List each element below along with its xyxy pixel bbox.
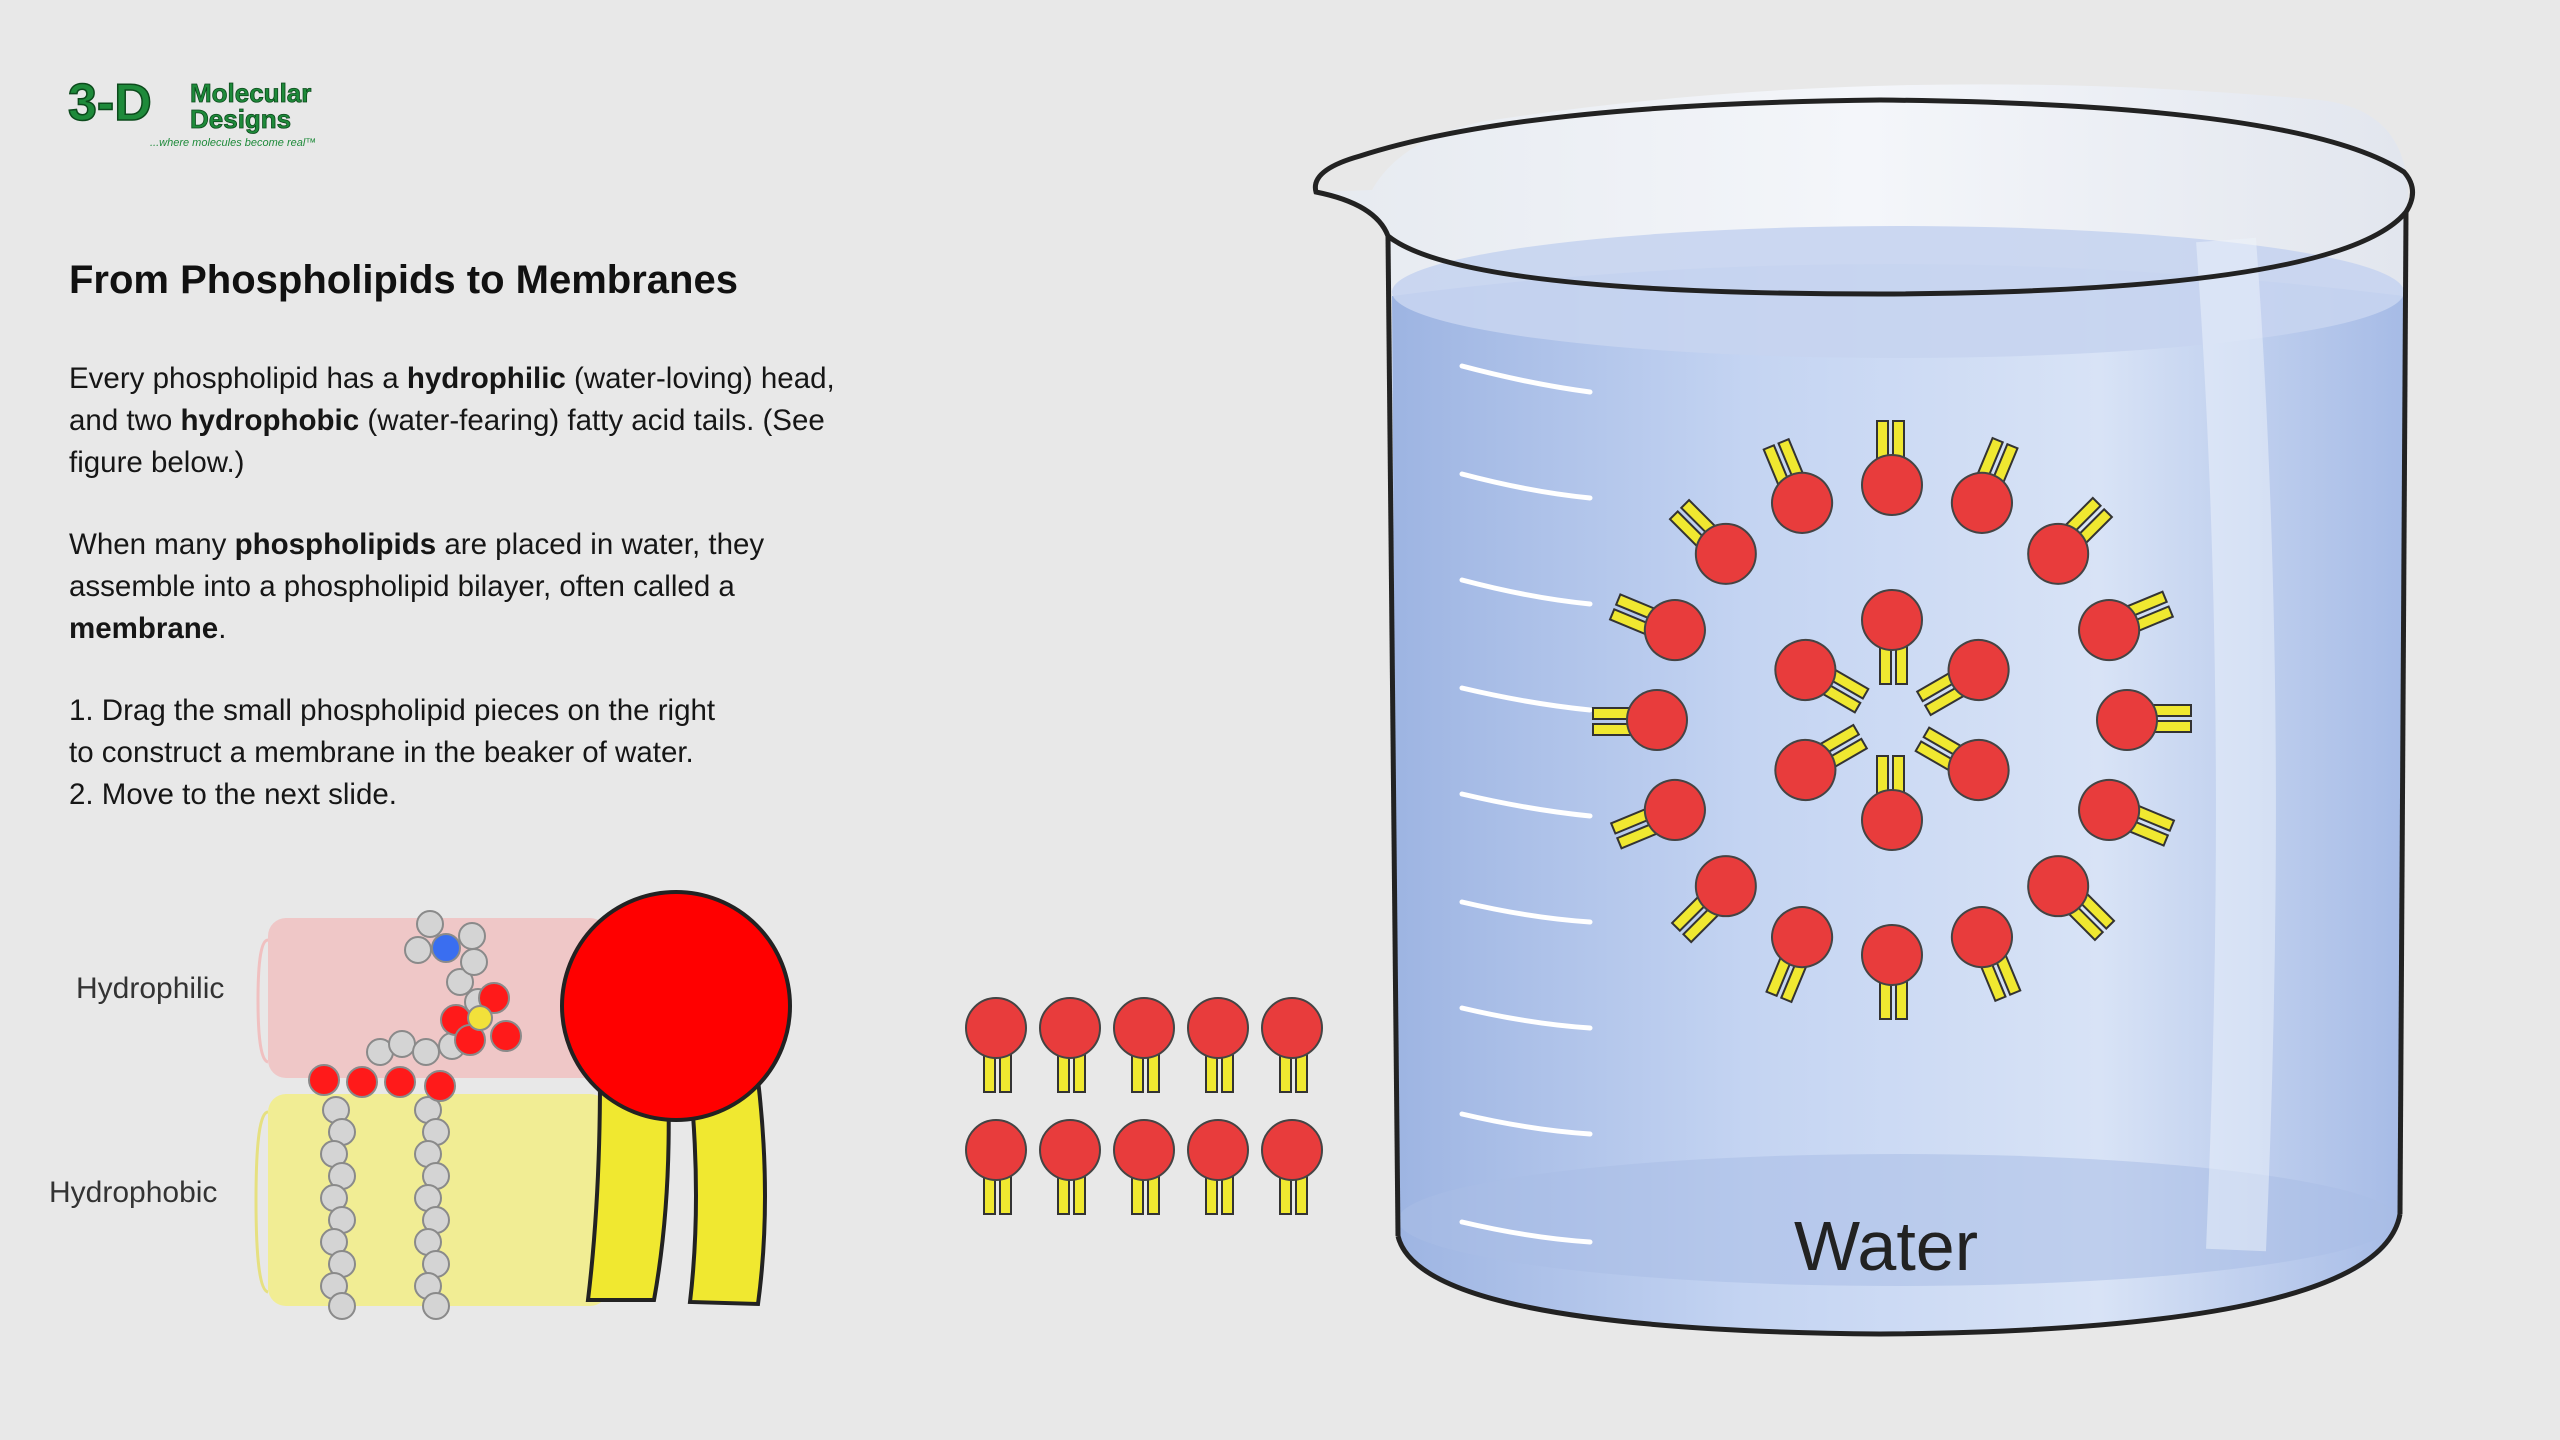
micelle-phospholipid[interactable]: [1764, 629, 1875, 728]
hydrophilic-band: [268, 918, 608, 1078]
term-hydrophobic: hydrophobic: [180, 404, 360, 437]
micelle[interactable]: [1592, 420, 2192, 1020]
micelle-phospholipid[interactable]: [2016, 487, 2125, 596]
term-membrane: membrane: [69, 612, 219, 645]
micelle-phospholipid[interactable]: [1750, 898, 1841, 1008]
micelle-phospholipid[interactable]: [2070, 578, 2180, 669]
micelle-phospholipid[interactable]: [1604, 578, 1714, 669]
micelle-phospholipid[interactable]: [1750, 432, 1841, 542]
micelle-phospholipid[interactable]: [2070, 771, 2180, 862]
micelle-phospholipid[interactable]: [2096, 689, 2192, 751]
atomic-tail-right: [414, 1096, 450, 1320]
instruction-line: 1. Drag the small phospholipid pieces on…: [69, 694, 716, 727]
draggable-phospholipid-piece[interactable]: [1261, 1119, 1323, 1215]
micelle-phospholipid[interactable]: [1659, 844, 1768, 953]
logo-brand-line1: Molecular: [190, 78, 311, 108]
micelle-phospholipid[interactable]: [1908, 629, 2019, 728]
term-hydrophilic: hydrophilic: [406, 362, 566, 395]
logo: 3-D Molecular Designs ...where molecules…: [68, 72, 368, 152]
beaker: Water: [1312, 84, 2415, 1337]
micelle-phospholipid[interactable]: [1861, 755, 1923, 851]
micelle-phospholipid[interactable]: [1861, 924, 1923, 1020]
draggable-phospholipid-piece[interactable]: [1187, 997, 1249, 1093]
schematic-phospholipid: [560, 890, 792, 1307]
micelle-phospholipid[interactable]: [2016, 844, 2125, 953]
phospholipid-pieces-tray[interactable]: [965, 997, 1323, 1215]
intro-paragraph: Every phospholipid has a hydrophilic (wa…: [69, 362, 835, 479]
bilayer-paragraph: When many phospholipids are placed in wa…: [69, 528, 765, 645]
water-label: Water: [1794, 1207, 1978, 1285]
micelle-phospholipid[interactable]: [1861, 589, 1923, 685]
micelle-phospholipid[interactable]: [1861, 420, 1923, 516]
logo-monogram: 3-D: [68, 74, 152, 132]
label-hydrophobic: Hydrophobic: [49, 1176, 218, 1209]
logo-brand-line2: Designs: [190, 104, 291, 134]
atomic-headgroup: [308, 910, 522, 1102]
micelle-phospholipid[interactable]: [1943, 432, 2034, 542]
measurement-marks: [1459, 363, 1593, 1245]
micelle-phospholipid[interactable]: [1592, 689, 1688, 751]
draggable-phospholipid-piece[interactable]: [1039, 1119, 1101, 1215]
logo-tagline: ...where molecules become real™: [150, 137, 316, 149]
label-hydrophilic: Hydrophilic: [76, 972, 225, 1005]
micelle-phospholipid[interactable]: [1659, 487, 1768, 596]
micelle-phospholipid[interactable]: [1604, 771, 1714, 862]
instructions: 1. Drag the small phospholipid pieces on…: [69, 690, 869, 816]
instruction-line: to construct a membrane in the beaker of…: [69, 736, 694, 769]
draggable-phospholipid-piece[interactable]: [1039, 997, 1101, 1093]
draggable-phospholipid-piece[interactable]: [1113, 997, 1175, 1093]
micelle-phospholipid[interactable]: [1908, 712, 2019, 811]
phospholipid-figure: [254, 890, 792, 1320]
draggable-phospholipid-piece[interactable]: [1187, 1119, 1249, 1215]
instruction-line: 2. Move to the next slide.: [69, 778, 397, 811]
micelle-phospholipid[interactable]: [1943, 898, 2034, 1008]
draggable-phospholipid-piece[interactable]: [1113, 1119, 1175, 1215]
atomic-tail-left: [320, 1096, 356, 1320]
micelle-phospholipid[interactable]: [1764, 712, 1875, 811]
draggable-phospholipid-piece[interactable]: [965, 1119, 1027, 1215]
draggable-phospholipid-piece[interactable]: [965, 997, 1027, 1093]
slide-title: From Phospholipids to Membranes: [69, 258, 738, 302]
term-phospholipids: phospholipids: [234, 528, 437, 561]
draggable-phospholipid-piece[interactable]: [1261, 997, 1323, 1093]
